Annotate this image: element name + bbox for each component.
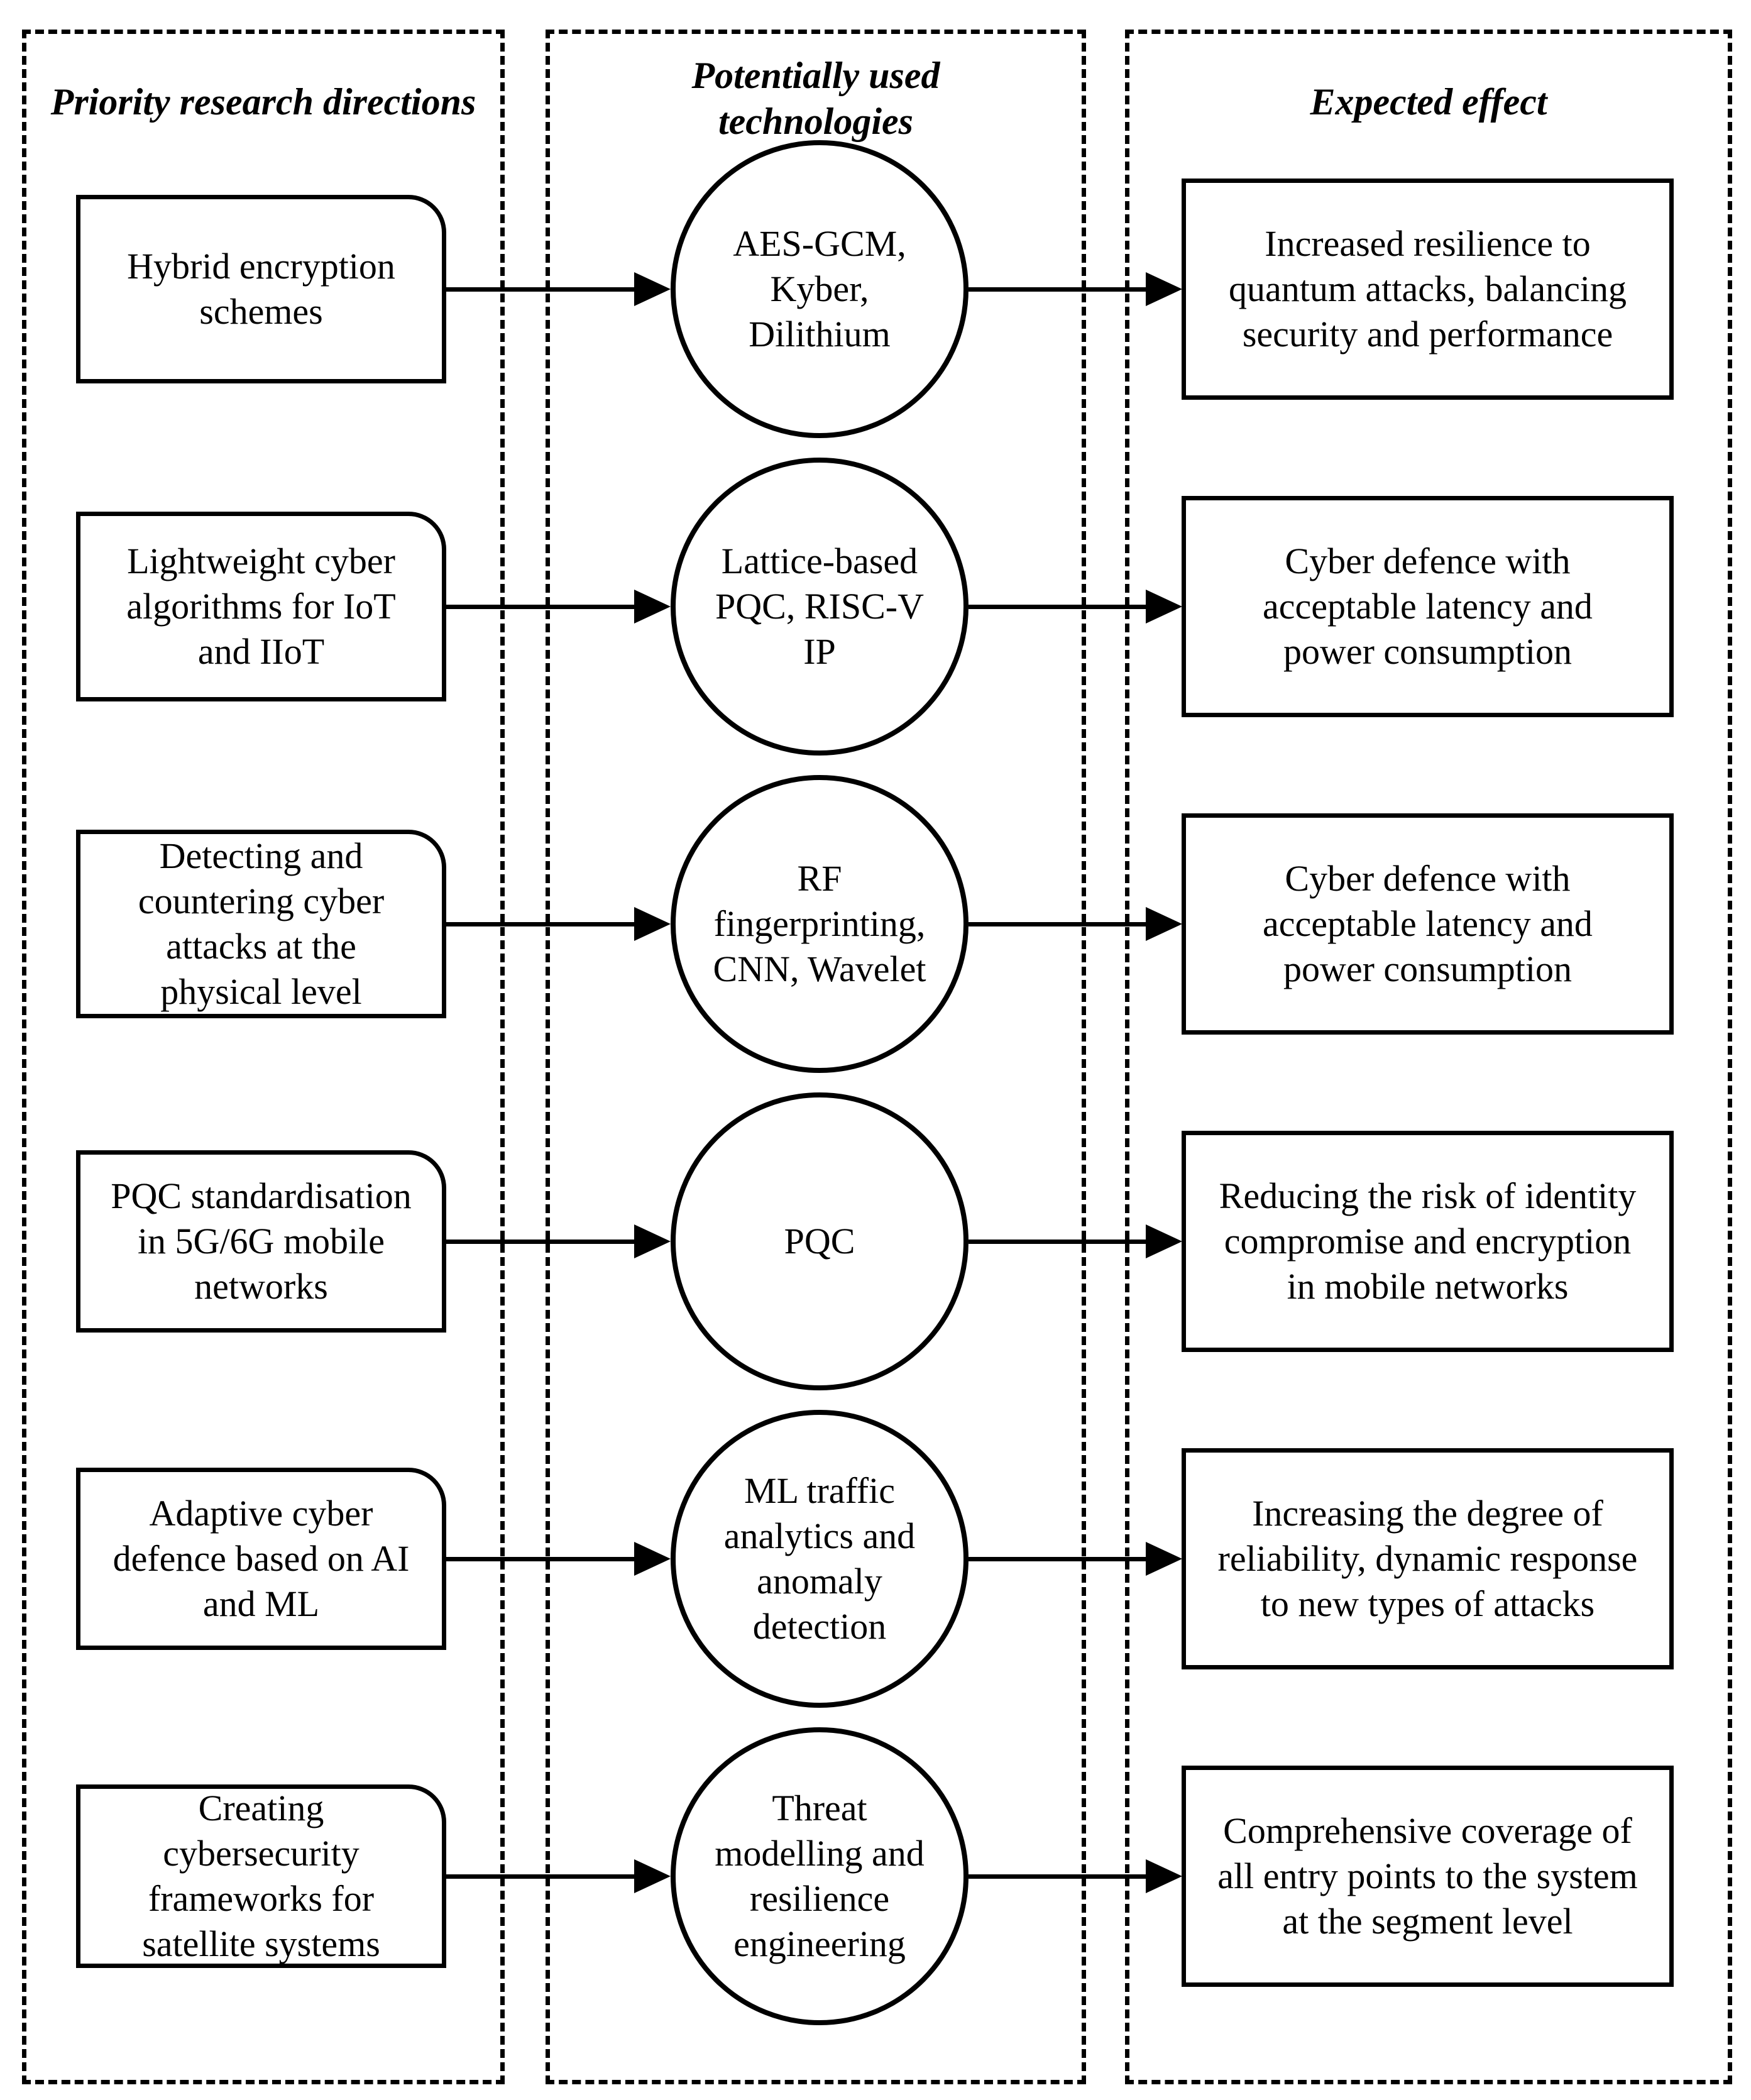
technology-circle: ML traffic analytics and anomaly detecti…: [671, 1410, 969, 1708]
arrowhead-icon: [1146, 907, 1182, 941]
effect-label: Reducing the risk of identity compromise…: [1219, 1175, 1637, 1307]
effect-box: Comprehensive coverage of all entry poin…: [1182, 1766, 1674, 1987]
connector-arrow-left: [446, 1240, 634, 1244]
effect-label: Cyber defence with acceptable latency an…: [1263, 541, 1593, 672]
direction-box: PQC standardisation in 5G/6G mobile netw…: [76, 1150, 446, 1333]
direction-label: Hybrid encryption schemes: [127, 246, 395, 332]
column-header-technologies: Potentially used technologies: [691, 55, 940, 143]
arrowhead-icon: [634, 272, 671, 306]
connector-arrow-right: [969, 287, 1146, 292]
effect-label: Cyber defence with acceptable latency an…: [1263, 858, 1593, 989]
technology-circle: Lattice-based PQC, RISC-V IP: [671, 458, 969, 756]
technology-circle: AES-GCM, Kyber, Dilithium: [671, 140, 969, 438]
direction-box: Lightweight cyber algorithms for IoT and…: [76, 512, 446, 701]
technology-label: ML traffic analytics and anomaly detecti…: [723, 1470, 916, 1647]
effect-box: Increased resilience to quantum attacks,…: [1182, 179, 1674, 400]
connector-arrow-left: [446, 605, 634, 609]
technology-label: PQC: [784, 1221, 855, 1262]
technology-label: Threat modelling and resilience engineer…: [715, 1788, 925, 1964]
direction-label: Adaptive cyber defence based on AI and M…: [113, 1493, 410, 1624]
technology-circle: RF fingerprinting, CNN, Wavelet: [671, 775, 969, 1073]
arrowhead-icon: [1146, 1542, 1182, 1576]
effect-box: Cyber defence with acceptable latency an…: [1182, 496, 1674, 717]
arrowhead-icon: [634, 907, 671, 941]
effect-box: Increasing the degree of reliability, dy…: [1182, 1448, 1674, 1669]
technology-label: Lattice-based PQC, RISC-V IP: [715, 541, 924, 672]
column-priority-research-directions: Priority research directions: [22, 30, 505, 2084]
technology-circle: PQC: [671, 1092, 969, 1390]
connector-arrow-right: [969, 1240, 1146, 1244]
arrowhead-icon: [634, 1859, 671, 1893]
technology-label: AES-GCM, Kyber, Dilithium: [733, 223, 906, 355]
direction-label: PQC standardisation in 5G/6G mobile netw…: [111, 1175, 412, 1307]
direction-box: Hybrid encryption schemes: [76, 195, 446, 383]
connector-arrow-left: [446, 1557, 634, 1561]
connector-arrow-right: [969, 1874, 1146, 1879]
column-header-directions: Priority research directions: [50, 81, 476, 123]
effect-label: Comprehensive coverage of all entry poin…: [1217, 1810, 1638, 1942]
connector-arrow-left: [446, 922, 634, 926]
direction-label: Lightweight cyber algorithms for IoT and…: [126, 541, 396, 672]
effect-label: Increasing the degree of reliability, dy…: [1217, 1493, 1638, 1624]
connector-arrow-right: [969, 922, 1146, 926]
effect-label: Increased resilience to quantum attacks,…: [1229, 223, 1627, 355]
arrowhead-icon: [634, 1224, 671, 1258]
arrowhead-icon: [1146, 1224, 1182, 1258]
direction-box: Detecting and countering cyber attacks a…: [76, 830, 446, 1018]
effect-box: Cyber defence with acceptable latency an…: [1182, 813, 1674, 1035]
direction-box: Adaptive cyber defence based on AI and M…: [76, 1468, 446, 1650]
direction-label: Creating cybersecurity frameworks for sa…: [142, 1788, 380, 1964]
arrowhead-icon: [634, 590, 671, 624]
column-expected-effect: Expected effect: [1125, 30, 1732, 2084]
effect-box: Reducing the risk of identity compromise…: [1182, 1131, 1674, 1352]
direction-box: Creating cybersecurity frameworks for sa…: [76, 1784, 446, 1968]
arrowhead-icon: [1146, 1859, 1182, 1893]
connector-arrow-right: [969, 605, 1146, 609]
connector-arrow-left: [446, 1874, 634, 1879]
arrowhead-icon: [1146, 272, 1182, 306]
technology-label: RF fingerprinting, CNN, Wavelet: [713, 858, 926, 989]
column-header-effect: Expected effect: [1310, 81, 1547, 123]
connector-arrow-left: [446, 287, 634, 292]
connector-arrow-right: [969, 1557, 1146, 1561]
arrowhead-icon: [1146, 590, 1182, 624]
technology-circle: Threat modelling and resilience engineer…: [671, 1727, 969, 2025]
arrowhead-icon: [634, 1542, 671, 1576]
direction-label: Detecting and countering cyber attacks a…: [138, 835, 385, 1012]
column-potentially-used-technologies: Potentially used technologies: [546, 30, 1086, 2084]
